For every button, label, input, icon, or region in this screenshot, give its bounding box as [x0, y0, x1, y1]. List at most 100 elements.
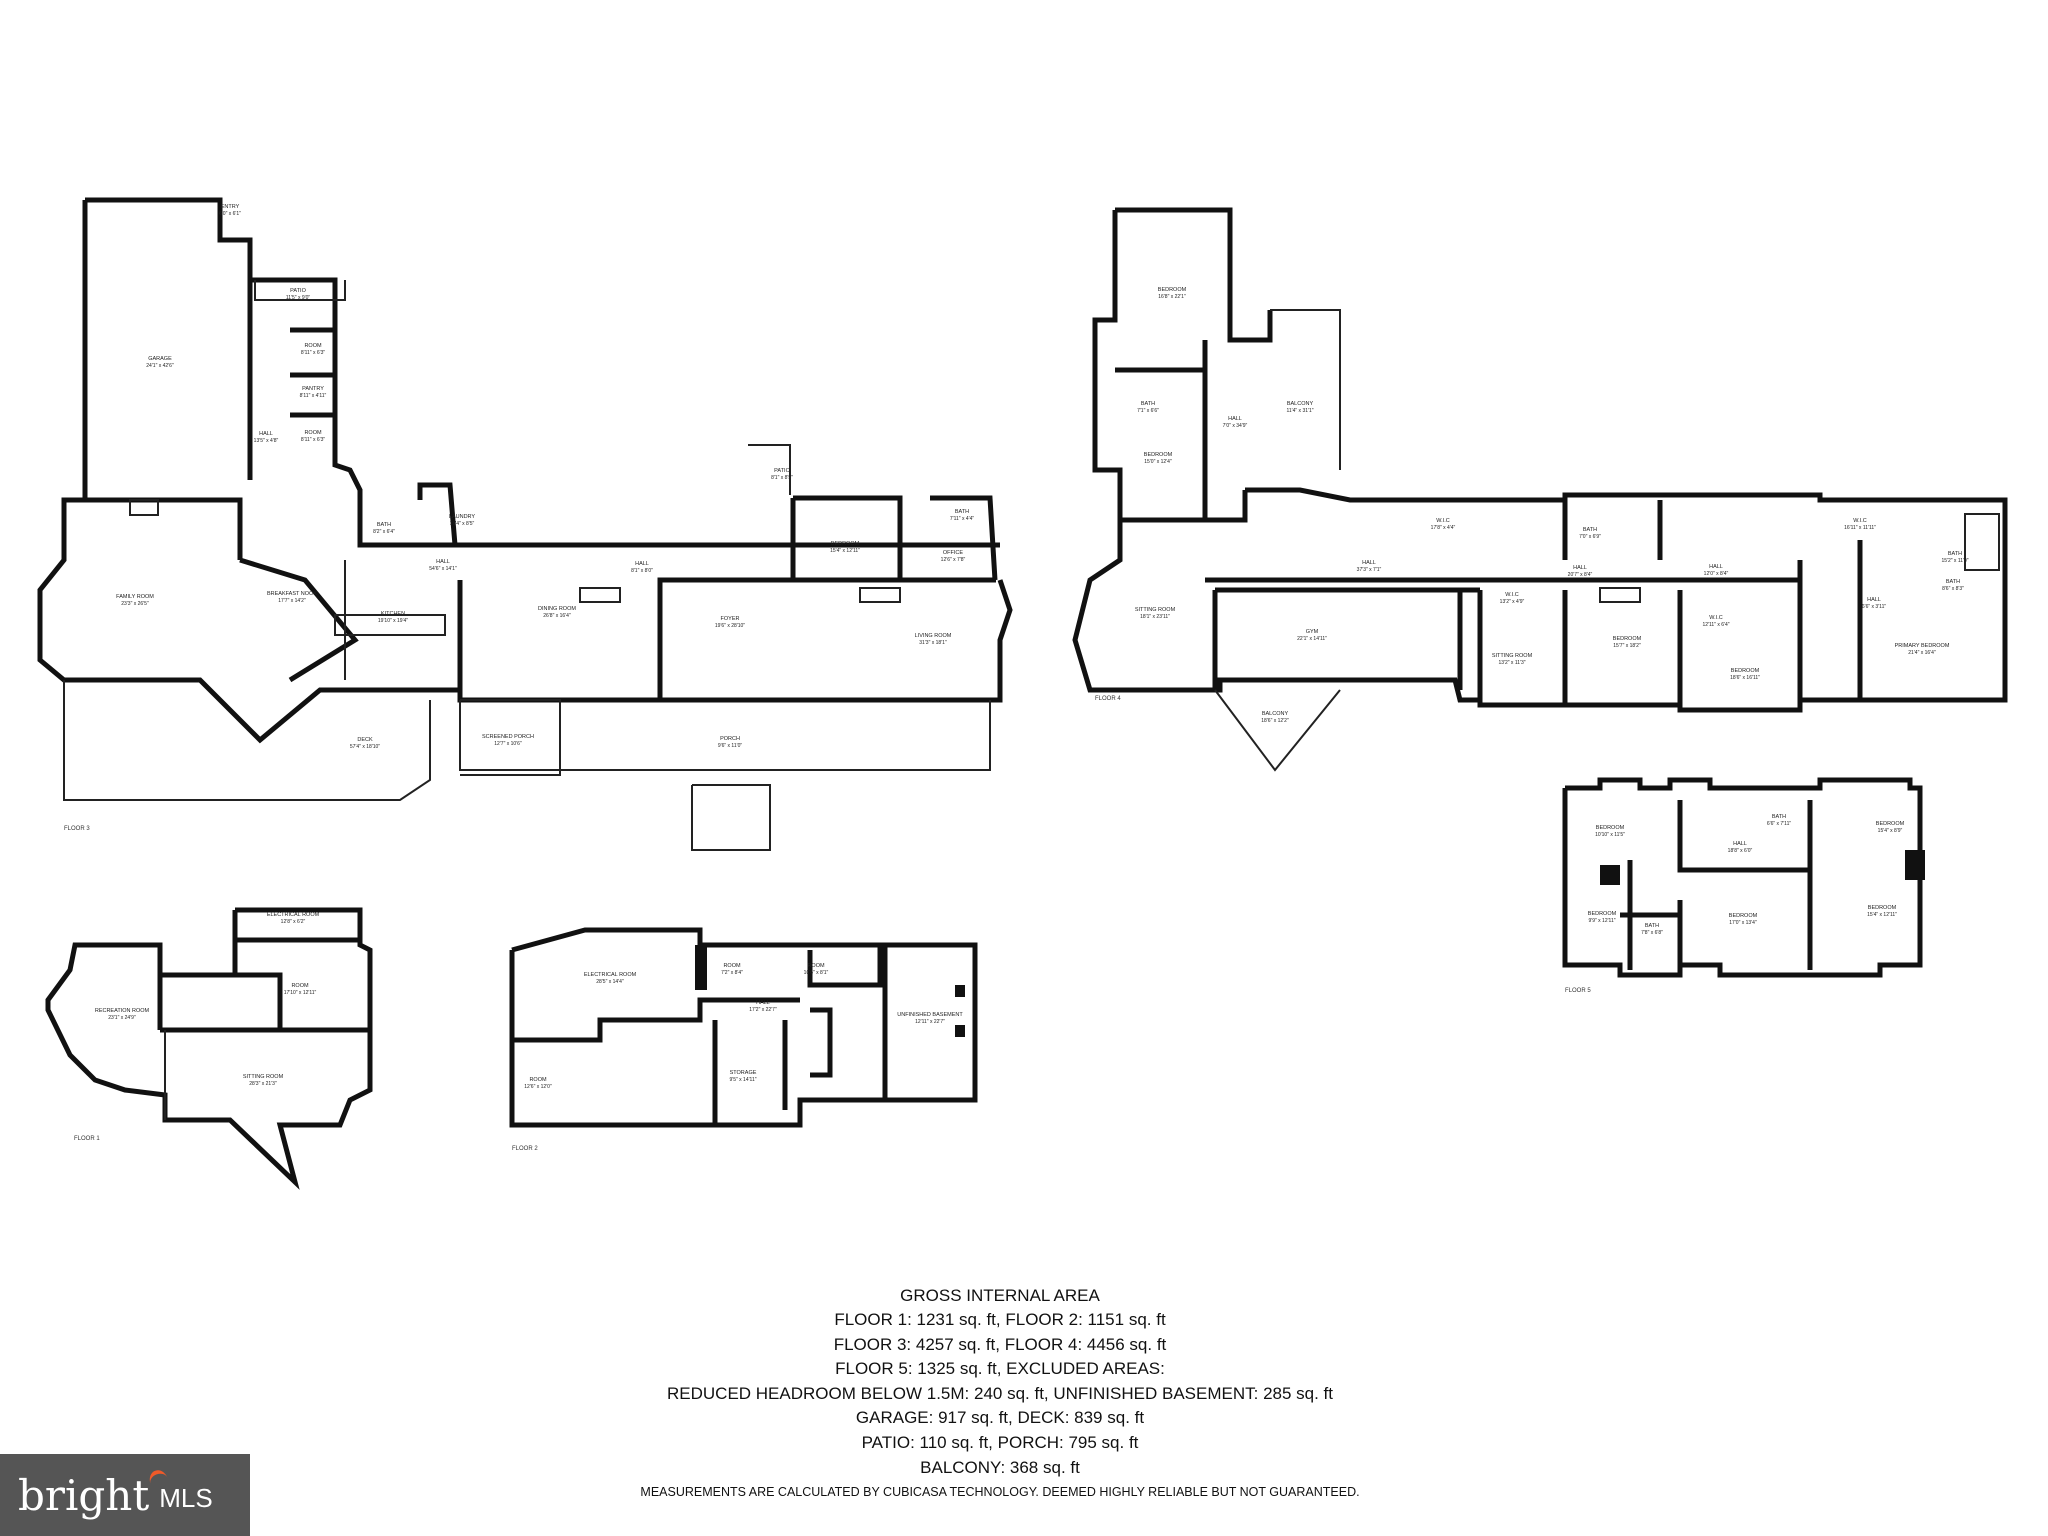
room-dimensions-label: 12'7" x 10'6" — [494, 741, 522, 747]
room-dimensions-label: 8'11" x 6'3" — [301, 437, 325, 443]
room-dimensions-label: 24'1" x 42'6" — [146, 363, 174, 369]
room-name-label: BEDROOM — [1868, 905, 1897, 911]
room-dimensions-label: 11'5" x 9'0" — [286, 295, 310, 301]
room-dimensions-label: 9'6" x 11'0" — [718, 743, 742, 749]
area-line: GARAGE: 917 sq. ft, DECK: 839 sq. ft — [855, 1408, 1145, 1428]
room-dimensions-label: 15'4" x 8'9" — [1878, 828, 1903, 834]
room-dimensions-label: 6'6" x 7'11" — [1767, 821, 1791, 827]
room-name-label: BALCONY — [1262, 711, 1289, 717]
room-dimensions-label: 10'6" x 8'1" — [804, 970, 829, 976]
room-name-label: BATH — [955, 509, 969, 515]
room-name-label: HALL — [1362, 560, 1376, 566]
room-dimensions-label: 18'8" x 6'0" — [1728, 848, 1753, 854]
floor2-plan — [509, 927, 978, 1128]
room-dimensions-label: 15'4" x 12'11" — [830, 548, 860, 554]
room-name-label: ROOM — [291, 983, 309, 989]
room-dimensions-label: 13'2" x 4'9" — [1500, 599, 1525, 605]
room-dimensions-label: 12'6" x 12'0" — [524, 1084, 552, 1090]
room-dimensions-label: 8'11" x 6'3" — [301, 350, 325, 356]
room-dimensions-label: 9'5" x 14'11" — [729, 1077, 756, 1083]
room-dimensions-label: 54'6" x 14'1" — [429, 566, 457, 572]
floor4-plan — [1072, 207, 2008, 772]
floor-label: FLOOR 1 — [74, 1136, 100, 1142]
room-dimensions-label: 31'3" x 18'1" — [919, 640, 947, 646]
room-name-label: GYM — [1306, 629, 1319, 635]
room-name-label: BEDROOM — [1588, 911, 1617, 917]
room-dimensions-label: 7'8" x 6'8" — [1641, 930, 1663, 936]
room-name-label: HALL — [1867, 597, 1881, 603]
room-name-label: BEDROOM — [1731, 668, 1760, 674]
room-dimensions-label: 20'7" x 8'4" — [1568, 572, 1593, 578]
room-dimensions-label: 12'11" x 22'7" — [915, 1019, 945, 1025]
room-dimensions-label: 26'8" x 16'4" — [543, 613, 571, 619]
room-dimensions-label: 9'9" x 12'11" — [1588, 918, 1615, 924]
room-name-label: HALL — [1733, 841, 1747, 847]
room-name-label: BATH — [1772, 814, 1786, 820]
room-dimensions-label: 28'3" x 21'3" — [249, 1081, 277, 1087]
room-name-label: BREAKFAST NOOK — [267, 591, 317, 597]
room-name-label: HALL — [756, 1000, 770, 1006]
floor3-main-plan — [37, 197, 1013, 851]
area-line: FLOOR 5: 1325 sq. ft, EXCLUDED AREAS: — [835, 1359, 1165, 1379]
room-dimensions-label: 7'0" x 6'9" — [1579, 534, 1601, 540]
room-name-label: BEDROOM — [1144, 452, 1173, 458]
room-name-label: SITTING ROOM — [1492, 653, 1533, 659]
floor5-plan — [1562, 777, 1925, 978]
room-name-label: STORAGE — [730, 1070, 757, 1076]
room-dimensions-label: 15'0" x 12'4" — [1144, 459, 1172, 465]
room-dimensions-label: 17'10" x 12'11" — [284, 990, 317, 996]
room-dimensions-label: 23'1" x 24'9" — [108, 1015, 136, 1021]
floor-label: FLOOR 5 — [1565, 988, 1591, 994]
room-name-label: ELECTRICAL ROOM — [584, 972, 637, 978]
room-dimensions-label: 7'1" x 6'6" — [1137, 408, 1159, 414]
room-name-label: BEDROOM — [1596, 825, 1625, 831]
room-dimensions-label: 12'0" x 8'4" — [1704, 571, 1729, 577]
room-name-label: LIVING ROOM — [915, 633, 952, 639]
room-name-label: HALL — [635, 561, 649, 567]
room-dimensions-label: 11'4" x 31'1" — [1286, 408, 1313, 414]
room-name-label: ROOM — [529, 1077, 547, 1083]
room-name-label: ROOM — [723, 963, 741, 969]
room-dimensions-label: 19'10" x 19'4" — [378, 618, 408, 624]
room-name-label: BATH — [1645, 923, 1659, 929]
room-name-label: PRIMARY BEDROOM — [1895, 643, 1950, 649]
room-dimensions-label: 21'4" x 16'4" — [1908, 650, 1936, 656]
gross-internal-area: GROSS INTERNAL AREA FLOOR 1: 1231 sq. ft… — [560, 1284, 1440, 1502]
room-name-label: ELECTRICAL ROOM — [267, 912, 320, 918]
room-name-label: BATH — [1583, 527, 1597, 533]
room-name-label: RECREATION ROOM — [95, 1008, 150, 1014]
room-name-label: PATIO — [290, 288, 306, 294]
room-name-label: HALL — [436, 559, 450, 565]
room-dimensions-label: 8'1" x 8'0" — [631, 568, 653, 574]
room-dimensions-label: 6'6" x 3'11" — [1862, 604, 1886, 610]
bright-mls-logo: bright MLS — [0, 1454, 250, 1536]
area-line: REDUCED HEADROOM BELOW 1.5M: 240 sq. ft,… — [667, 1383, 1333, 1403]
room-dimensions-label: 13'5" x 4'8" — [254, 438, 279, 444]
room-dimensions-label: 13'2" x 11'3" — [1498, 660, 1525, 666]
room-name-label: BATH — [1141, 401, 1155, 407]
room-dimensions-label: 28'5" x 14'4" — [596, 979, 624, 985]
area-line: BALCONY: 368 sq. ft — [920, 1457, 1080, 1477]
room-dimensions-label: 22'1" x 14'11" — [1297, 636, 1327, 642]
room-dimensions-label: 12'11" x 6'4" — [1702, 622, 1729, 628]
room-dimensions-label: 8'1" x 8'5" — [771, 475, 793, 481]
floor1-plan — [45, 907, 373, 1190]
room-name-label: ROOM — [807, 963, 825, 969]
room-name-label: PATIO — [774, 468, 790, 474]
room-name-label: BATH — [1946, 579, 1960, 585]
room-dimensions-label: 15'7" x 18'2" — [1613, 643, 1641, 649]
room-dimensions-label: 7'0" x 34'9" — [1223, 423, 1248, 429]
disclaimer: MEASUREMENTS ARE CALCULATED BY CUBICASA … — [640, 1485, 1360, 1500]
room-name-label: GARAGE — [148, 356, 172, 362]
room-name-label: BEDROOM — [1729, 913, 1758, 919]
room-dimensions-label: 7'2" x 8'4" — [721, 970, 743, 976]
room-name-label: OFFICE — [943, 550, 963, 556]
room-name-label: SCREENED PORCH — [482, 734, 534, 740]
room-dimensions-label: 16'4" x 8'5" — [450, 521, 475, 527]
room-name-label: DINING ROOM — [538, 606, 576, 612]
floor-label: FLOOR 2 — [512, 1146, 538, 1152]
area-line: FLOOR 3: 4257 sq. ft, FLOOR 4: 4456 sq. … — [833, 1334, 1167, 1354]
room-dimensions-label: 6'0" x 6'1" — [219, 211, 241, 217]
room-name-label: LAUNDRY — [449, 514, 476, 520]
